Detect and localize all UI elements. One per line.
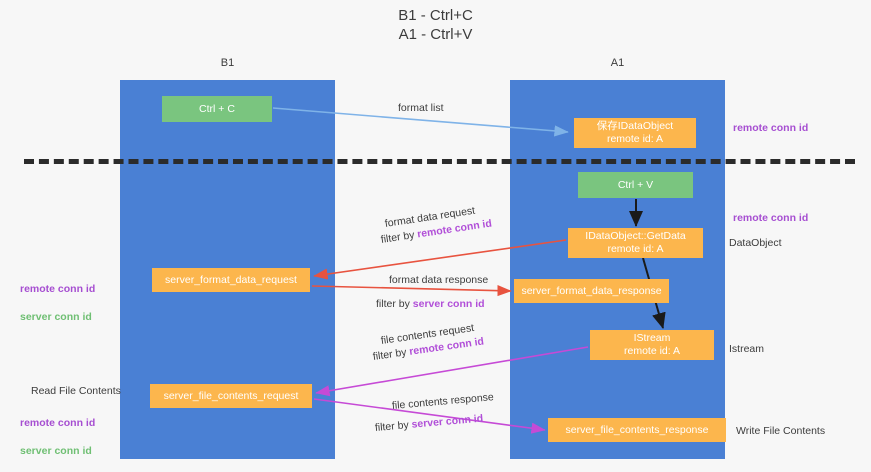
filter-prefix: filter by [372, 345, 411, 363]
edge-label-format-data-response-filter: filter by server conn id [376, 297, 485, 312]
box-idataobject-getdata[interactable]: IDataObject::GetData remote id: A [568, 228, 703, 258]
box-ctrl-v[interactable]: Ctrl + V [578, 172, 693, 198]
box-save-idataobject[interactable]: 保存IDataObject remote id: A [574, 118, 696, 148]
note-conn-ids-file: remote conn id server conn id [20, 402, 95, 472]
column-header-b1-title: B1 [220, 57, 235, 69]
note-server-conn-id-left-1: server conn id [20, 311, 92, 323]
note-dataobject: DataObject [729, 237, 782, 249]
note-remote-conn-id-getdata: remote conn id [733, 212, 809, 224]
box-istream[interactable]: IStream remote id: A [590, 330, 714, 360]
filter-prefix: filter by [374, 418, 413, 434]
filter-prefix: filter by [376, 298, 413, 310]
box-server-file-contents-response[interactable]: server_file_contents_response [548, 418, 726, 442]
edge-label-format-list: format list [398, 102, 444, 114]
note-remote-conn-id-left-1: remote conn id [20, 283, 96, 295]
column-header-a1-title: A1 [610, 57, 625, 69]
note-server-conn-id-left-2: server conn id [20, 445, 92, 457]
box-ctrl-c[interactable]: Ctrl + C [162, 96, 272, 122]
box-server-format-data-request[interactable]: server_format_data_request [152, 268, 310, 292]
note-remote-conn-id-left-2: remote conn id [20, 417, 96, 429]
filter-value-server-conn-id: server conn id [411, 412, 484, 431]
filter-prefix: filter by [380, 228, 419, 246]
note-conn-ids-format: remote conn id server conn id [20, 268, 95, 338]
edge-label-format-data-response: format data response [389, 274, 489, 286]
box-server-file-contents-request[interactable]: server_file_contents_request [150, 384, 312, 408]
note-read-file-contents: Read File Contents [31, 385, 121, 397]
edge-label-file-contents-response-filter: filter by server conn id [374, 412, 483, 436]
edge-label-file-contents-response: file contents response [391, 391, 495, 412]
note-write-file-contents: Write File Contents [736, 425, 826, 437]
note-remote-conn-id-top: remote conn id [733, 122, 809, 134]
page-title: B1 - Ctrl+C A1 - Ctrl+V [398, 7, 473, 43]
note-istream: Istream [729, 343, 765, 355]
divider-dashed [24, 159, 855, 164]
box-server-format-data-response[interactable]: server_format_data_response [514, 279, 669, 303]
filter-value-server-conn-id: server conn id [412, 298, 485, 310]
